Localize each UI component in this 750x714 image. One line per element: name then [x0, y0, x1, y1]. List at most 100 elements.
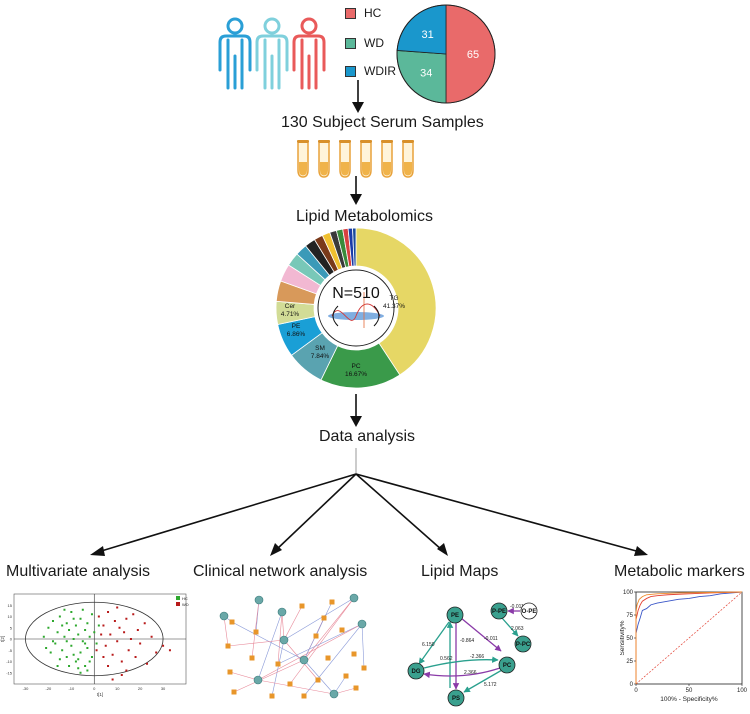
pca-point-hc: [51, 620, 54, 622]
legend-label-hc: HC: [364, 6, 382, 20]
network-node-lipid: [325, 655, 331, 661]
pie-slice-label-0: 65: [467, 49, 479, 61]
pca-ylabel: t[2]: [0, 636, 5, 642]
edge-pe-pc: [460, 617, 502, 652]
network-edge: [277, 611, 283, 665]
donut-pct-pe: 6.86%: [287, 331, 306, 338]
roc-ytick: 100: [623, 590, 634, 596]
clinical-network-graph: [219, 593, 367, 699]
network-edge: [223, 615, 229, 647]
network-edge: [271, 639, 285, 697]
pca-point-wd: [111, 678, 114, 681]
node-label-ope: O-PE: [522, 609, 537, 615]
network-edge: [229, 671, 259, 681]
network-node-lipid: [225, 643, 231, 649]
node-pe: PE: [446, 606, 464, 624]
pca-point-hc: [88, 660, 91, 663]
pca-point-hc: [65, 640, 68, 643]
pca-point-hc: [56, 631, 59, 634]
pca-point-wd: [155, 651, 158, 654]
pca-ytick: -5: [8, 648, 12, 653]
pca-point-hc: [42, 635, 45, 638]
roc-curve-1: [635, 591, 743, 684]
pca-point-hc: [90, 656, 93, 658]
network-edge: [303, 601, 333, 661]
legend-label-wd: WD: [364, 36, 384, 50]
pca-point-hc: [90, 613, 93, 616]
serum-tubes: [297, 140, 414, 178]
pca-point-wd: [120, 674, 123, 676]
pca-point-wd: [107, 665, 110, 667]
branch-arrow-markers: [355, 473, 641, 553]
edge-label-pe-pc: -0.011: [484, 636, 498, 642]
pca-point-wd: [109, 633, 112, 636]
roc-ylabel: Sensitivity%: [620, 620, 626, 655]
network-node-lipid: [253, 629, 259, 635]
pca-xtick: -20: [46, 686, 53, 691]
pca-point-wd: [132, 613, 135, 616]
pca-xtick: 20: [138, 686, 143, 691]
node-ps: PS: [447, 689, 465, 707]
network-node-lipid: [315, 677, 321, 683]
pca-legend-swatch-1: [176, 602, 180, 606]
pca-legend-label-0: HC: [182, 596, 188, 601]
pca-point-hc: [61, 624, 64, 627]
edge-pc-ps: [463, 669, 503, 693]
pca-ytick: 5: [10, 625, 13, 630]
network-node-clinical: [299, 655, 309, 665]
network-node-lipid: [227, 669, 233, 675]
network-node-clinical: [357, 619, 367, 629]
pca-point-hc: [68, 629, 71, 631]
network-node-clinical: [219, 611, 229, 621]
network-edge: [231, 621, 305, 661]
pca-point-hc: [45, 647, 48, 649]
analysis-title-markers: Metabolic markers: [614, 563, 745, 580]
node-pc: PC: [498, 656, 516, 674]
pca-ytick: -15: [6, 670, 13, 675]
network-node-lipid: [269, 693, 275, 699]
donut-label-tg: TG: [389, 295, 398, 302]
donut-label-cer: Cer: [285, 303, 296, 310]
network-node-clinical: [277, 607, 287, 617]
donut-label-pc: PC: [351, 363, 360, 370]
analysis-title-lipid-maps: Lipid Maps: [421, 563, 499, 580]
pca-point-hc: [95, 642, 98, 645]
network-node-lipid: [329, 599, 335, 605]
pca-point-wd: [116, 640, 119, 643]
pca-point-hc: [77, 633, 80, 636]
network-node-clinical: [329, 689, 339, 699]
network-node-lipid: [361, 665, 367, 671]
node-label-ppe: P-PE: [492, 609, 506, 615]
pca-point-hc: [72, 638, 75, 640]
pca-point-wd: [102, 624, 105, 627]
data-analysis-label: Data analysis: [319, 428, 416, 445]
pca-point-hc: [63, 635, 66, 638]
pca-xtick: 10: [115, 686, 120, 691]
pie-slice-label-1: 34: [420, 67, 432, 79]
edge-label-pe-ps: -0.864: [460, 638, 474, 644]
pca-point-wd: [143, 622, 146, 625]
edge-label-ope-ppe: -0.011: [510, 604, 524, 610]
roc-xtick: 50: [686, 688, 693, 694]
network-node-lipid: [301, 693, 307, 699]
node-label-ps: PS: [452, 696, 460, 702]
node-ppc: P-PC: [514, 635, 532, 653]
network-edge: [227, 639, 285, 647]
pca-legend-swatch-0: [176, 596, 180, 600]
donut-label-pe: PE: [292, 323, 301, 330]
pca-point-hc: [72, 617, 75, 620]
edge-label-pc-ps: 5.172: [484, 682, 497, 688]
pca-point-wd: [97, 615, 100, 618]
pca-xtick: 30: [161, 686, 166, 691]
network-edge: [361, 623, 365, 669]
branch-arrow-network: [275, 473, 357, 551]
edge-label-pe-dg: 6.150: [422, 642, 435, 648]
donut-segment-16: [352, 227, 357, 267]
network-node-clinical: [349, 593, 359, 603]
network-edge: [257, 611, 283, 681]
pca-point-hc: [51, 640, 54, 643]
network-node-lipid: [353, 685, 359, 691]
legend-item-hc: HC: [345, 6, 381, 20]
